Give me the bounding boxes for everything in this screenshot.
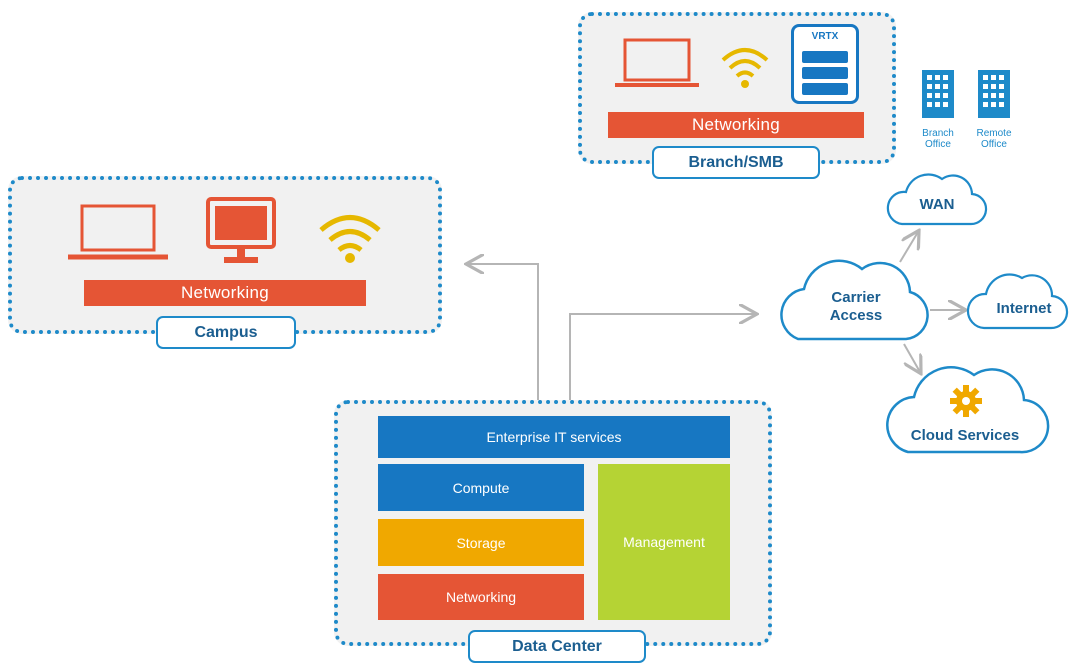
storage-block: Storage <box>378 519 584 566</box>
wan-label: WAN <box>919 196 955 213</box>
remote-office-building-icon <box>978 70 1010 118</box>
wifi-icon <box>721 48 769 88</box>
gear-icon <box>950 385 982 417</box>
wan-cloud <box>886 173 988 226</box>
campus-wifi-icon <box>319 215 381 263</box>
carrier-access-label: Carrier Access <box>810 289 902 325</box>
dc-networking-block: Networking <box>378 574 584 620</box>
carrier-to-cloud-services-arrow <box>903 343 920 372</box>
internet-cloud <box>966 273 1069 330</box>
cloud-services-label: Cloud Services <box>910 427 1020 444</box>
enterprise-it-services-block: Enterprise IT services <box>378 416 730 458</box>
management-block: Management <box>598 464 730 620</box>
campus-laptop-icon <box>68 204 168 260</box>
datacenter-to-carrier-arrow <box>569 314 755 400</box>
data-center-label: Data Center <box>468 630 646 663</box>
vrtx-label: VRTX <box>811 31 839 42</box>
branch-networking-bar: Networking <box>608 112 864 138</box>
branch-smb-label: Branch/SMB <box>652 146 820 179</box>
campus-networking-bar: Networking <box>84 280 366 306</box>
laptop-icon <box>615 38 699 87</box>
desktop-monitor-icon <box>206 197 276 263</box>
branch-office-building-icon <box>922 70 954 118</box>
internet-label: Internet <box>996 300 1052 317</box>
remote-office-label: Remote Office <box>976 128 1012 150</box>
datacenter-to-campus-arrow <box>468 264 539 400</box>
carrier-access-line2: Access <box>829 307 883 324</box>
carrier-to-wan-arrow <box>899 232 918 263</box>
branch-office-label: Branch Office <box>922 128 954 150</box>
compute-block: Compute <box>378 464 584 511</box>
vrtx-server-icon: VRTX <box>791 24 859 104</box>
campus-label: Campus <box>156 316 296 349</box>
carrier-access-line1: Carrier <box>831 289 881 306</box>
carrier-access-cloud <box>780 259 929 341</box>
